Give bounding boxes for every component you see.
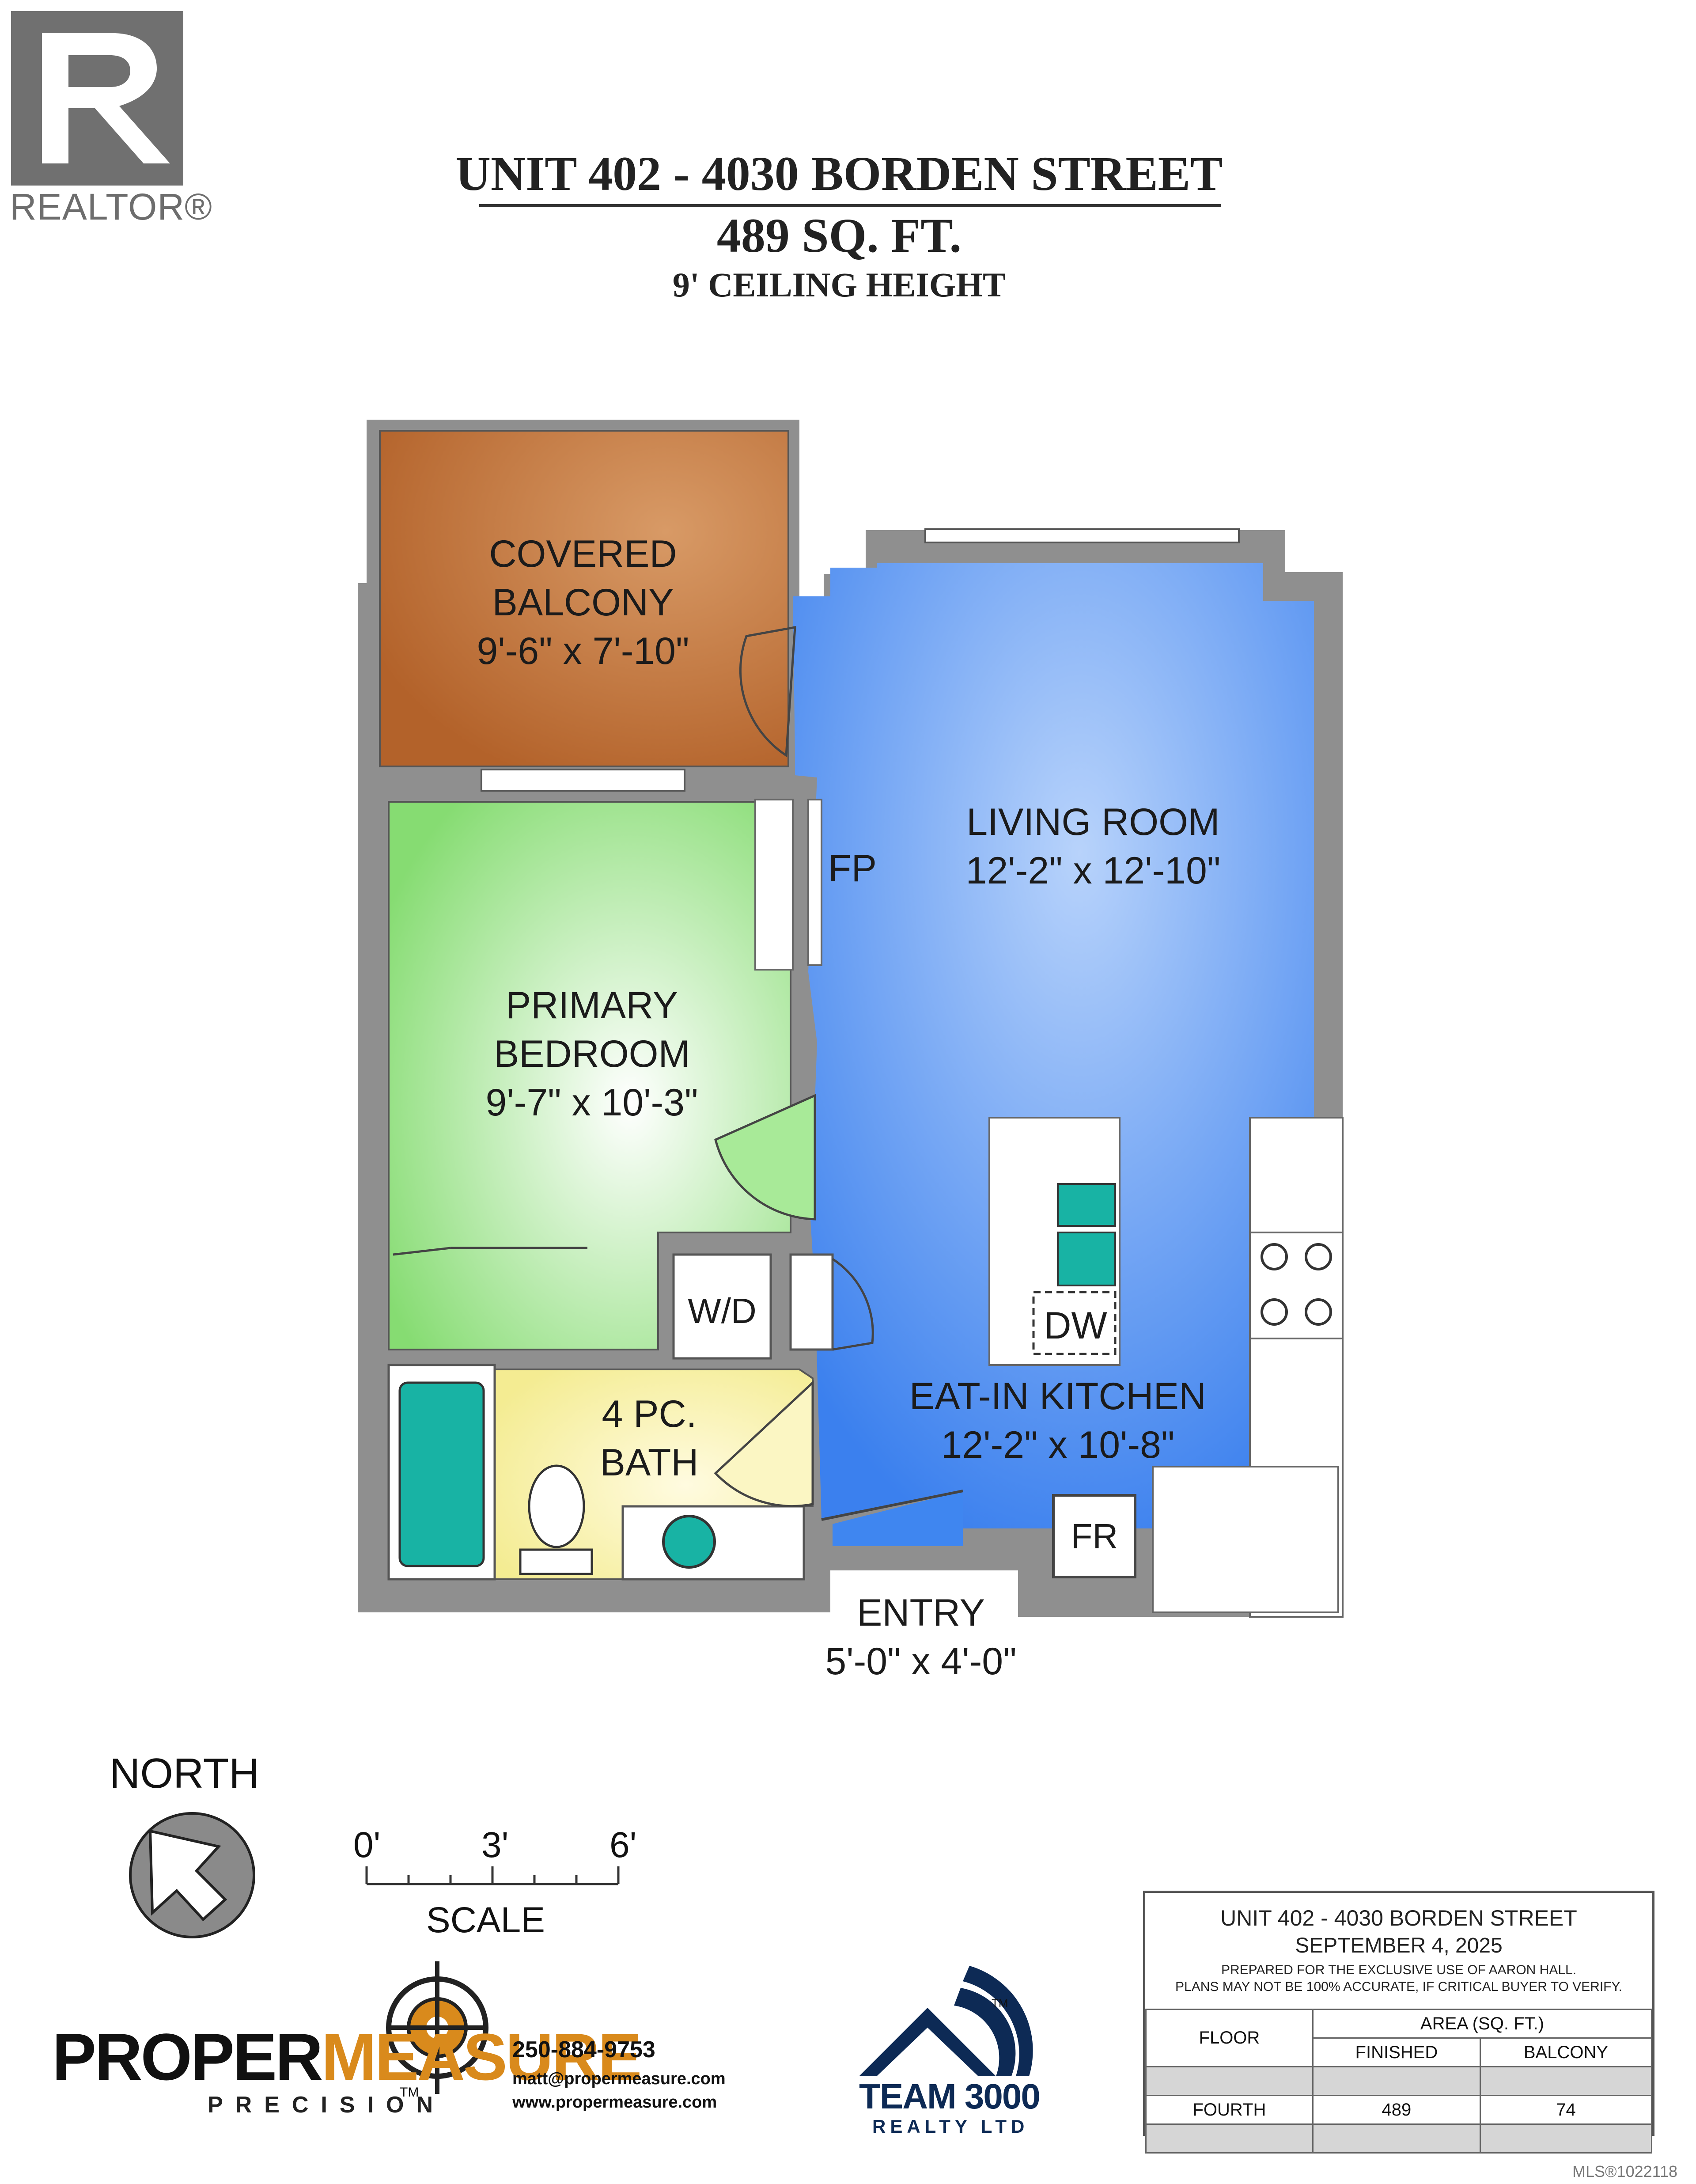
cooktop — [1261, 1243, 1332, 1326]
balcony-name-2: BALCONY — [492, 581, 674, 624]
kitchen-dims: 12'-2" x 10'-8" — [941, 1424, 1175, 1466]
entry-dims: 5'-0" x 4'-0" — [825, 1640, 1016, 1683]
realtor-logo — [11, 11, 183, 186]
fireplace-label: FP — [828, 847, 877, 890]
balcony-floor — [379, 430, 789, 767]
scale-tick-3: 3' — [481, 1825, 509, 1865]
plan-area: 489 SQ. FT. — [716, 209, 962, 262]
balcony-dims: 9'-6" x 7'-10" — [477, 630, 689, 672]
contact-phone: 250-884-9753 — [512, 2037, 655, 2063]
laundry-door — [789, 1253, 834, 1351]
fridge — [1052, 1494, 1136, 1578]
team3000-sub: REALTY LTD — [872, 2116, 1029, 2137]
brand-part-a: PROPER — [52, 2020, 323, 2094]
plan-ceiling-height: 9' CEILING HEIGHT — [672, 265, 1006, 304]
bath-name-2: BATH — [600, 1441, 699, 1484]
team3000-logo-icon — [859, 1966, 1033, 2076]
bedroom-name-2: BEDROOM — [494, 1033, 690, 1075]
blank-cell — [1145, 2066, 1314, 2096]
row-balcony: 74 — [1479, 2095, 1653, 2125]
balcony-name-1: COVERED — [489, 533, 677, 575]
team3000-name: TEAM 3000 — [859, 2077, 1041, 2116]
sink-right — [1057, 1232, 1116, 1286]
propermeasure-logo-text: PROPERMEASURE — [52, 2019, 642, 2095]
toilet-tank — [519, 1548, 593, 1575]
contact-website: www.propermeasure.com — [512, 2093, 717, 2112]
row-floor: FOURTH — [1145, 2095, 1314, 2125]
brand-tm: TM — [400, 2085, 419, 2100]
dishwasher — [1032, 1291, 1117, 1355]
living-window — [924, 528, 1240, 543]
entry-door — [821, 1490, 963, 1521]
info-note-1: PREPARED FOR THE EXCLUSIVE USE OF AARON … — [1221, 1963, 1577, 1977]
row-finished: 489 — [1312, 2095, 1481, 2125]
north-label: NORTH — [110, 1750, 260, 1797]
fridge-label: FR — [1071, 1517, 1118, 1556]
kitchen-counters — [1152, 1117, 1344, 1618]
entry-floor — [833, 1491, 963, 1546]
north-compass — [129, 1812, 255, 1938]
scale-tick-6: 6' — [610, 1825, 637, 1865]
vanity-sink — [662, 1515, 716, 1569]
blank-cell — [1479, 2066, 1653, 2096]
blank-cell — [1312, 2123, 1481, 2154]
scale-bar — [365, 1866, 620, 1885]
room-labels: COVERED BALCONY 9'-6" x 7'-10" LIVING RO… — [477, 533, 1220, 1683]
col-balcony: BALCONY — [1479, 2037, 1653, 2067]
blank-cell — [1312, 2066, 1481, 2096]
fireplace-box — [807, 799, 822, 966]
plan-info-box: UNIT 402 - 4030 BORDEN STREET SEPTEMBER … — [1143, 1891, 1654, 2154]
bath-name-1: 4 PC. — [602, 1393, 697, 1435]
bath-door-swing — [714, 1380, 814, 1507]
bedroom-door-swing — [714, 1094, 816, 1221]
info-note-2: PLANS MAY NOT BE 100% ACCURATE, IF CRITI… — [1175, 1979, 1622, 1994]
laundry-label: W/D — [688, 1291, 757, 1331]
laundry-door-swing — [832, 1258, 874, 1351]
realtor-wordmark: REALTOR® — [10, 186, 212, 228]
living-dims: 12'-2" x 12'-10" — [966, 849, 1221, 892]
balcony-door-swing — [739, 626, 796, 758]
living-kitchen-floor — [793, 563, 1314, 1528]
col-floor: FLOOR — [1145, 2009, 1314, 2067]
info-date: SEPTEMBER 4, 2025 — [1295, 1934, 1503, 1957]
info-title: UNIT 402 - 4030 BORDEN STREET — [1220, 1906, 1577, 1930]
kitchen-name: EAT-IN KITCHEN — [909, 1375, 1206, 1418]
bedroom-dims: 9'-7" x 10'-3" — [485, 1081, 698, 1124]
laundry-closet — [672, 1253, 772, 1360]
crosshair-icon — [386, 1961, 488, 2094]
team3000-tm: TM — [992, 1997, 1008, 2010]
bedroom-window — [481, 769, 685, 792]
scale-label: SCALE — [426, 1900, 545, 1940]
toilet — [528, 1464, 585, 1548]
col-area: AREA (SQ. FT.) — [1312, 2009, 1653, 2039]
entry-name: ENTRY — [857, 1592, 985, 1634]
blank-cell — [1479, 2123, 1653, 2154]
col-finished: FINISHED — [1312, 2037, 1481, 2067]
dishwasher-label: DW — [1044, 1304, 1107, 1347]
living-name: LIVING ROOM — [966, 801, 1219, 843]
brand-precision: PRECISION — [208, 2092, 446, 2118]
bedroom-closet — [754, 799, 794, 971]
scale-tick-0: 0' — [353, 1825, 381, 1865]
blank-cell — [1145, 2123, 1314, 2154]
brand-part-b: MEASURE — [321, 2020, 642, 2094]
bathtub — [398, 1381, 485, 1567]
contact-email: matt@propermeasure.com — [512, 2070, 726, 2088]
mls-number: MLS®1022118 — [1572, 2162, 1678, 2180]
plan-title: UNIT 402 - 4030 BORDEN STREET — [455, 147, 1223, 201]
bedroom-name-1: PRIMARY — [506, 984, 678, 1027]
sink-left — [1057, 1183, 1116, 1227]
title-underline — [479, 204, 1221, 207]
area-table: FLOOR AREA (SQ. FT.) FINISHED BALCONY FO… — [1145, 2009, 1653, 2154]
